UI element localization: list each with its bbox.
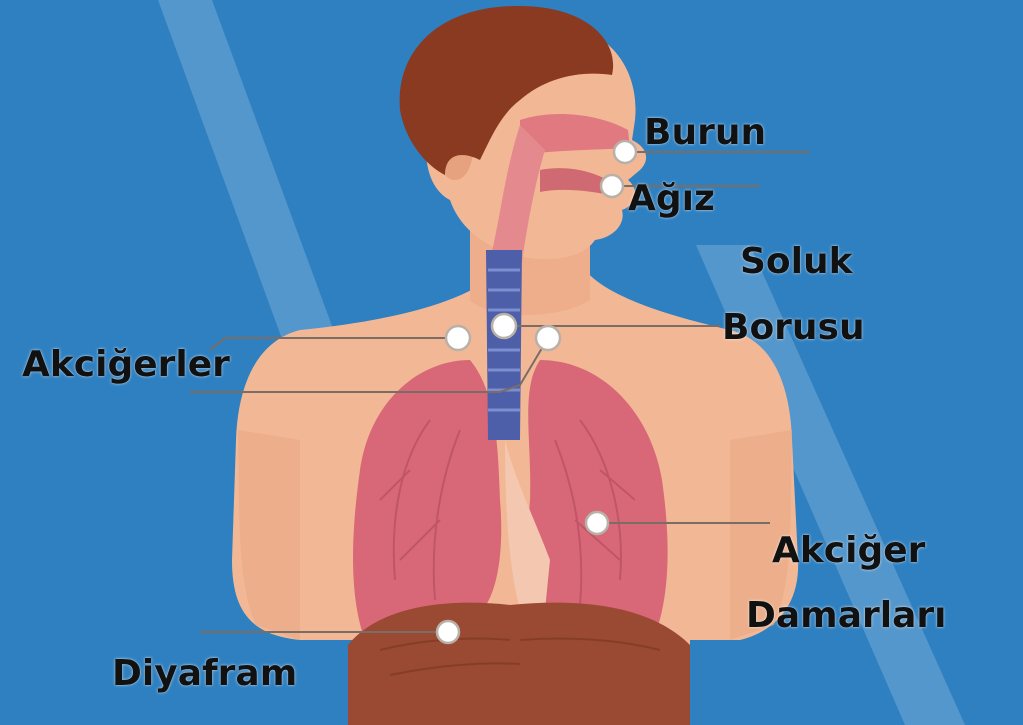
- marker-akciger-damarlari: [586, 512, 608, 534]
- marker-akcigerler-left: [446, 326, 470, 350]
- label-akciger-damarlari-line2: Damarları: [746, 598, 946, 634]
- marker-akcigerler-right: [536, 326, 560, 350]
- label-soluk-borusu-line2: Borusu: [722, 310, 865, 346]
- label-akcigerler: Akciğerler: [22, 347, 230, 383]
- label-burun: Burun: [644, 115, 766, 151]
- marker-diyafram: [437, 621, 459, 643]
- label-soluk-borusu-line1: Soluk: [740, 244, 853, 280]
- marker-soluk-borusu: [492, 314, 516, 338]
- label-agiz: Ağız: [628, 181, 715, 217]
- label-diyafram: Diyafram: [112, 656, 297, 692]
- marker-agiz: [601, 175, 623, 197]
- label-akciger-damarlari-line1: Akciğer: [772, 533, 925, 569]
- marker-burun: [614, 141, 636, 163]
